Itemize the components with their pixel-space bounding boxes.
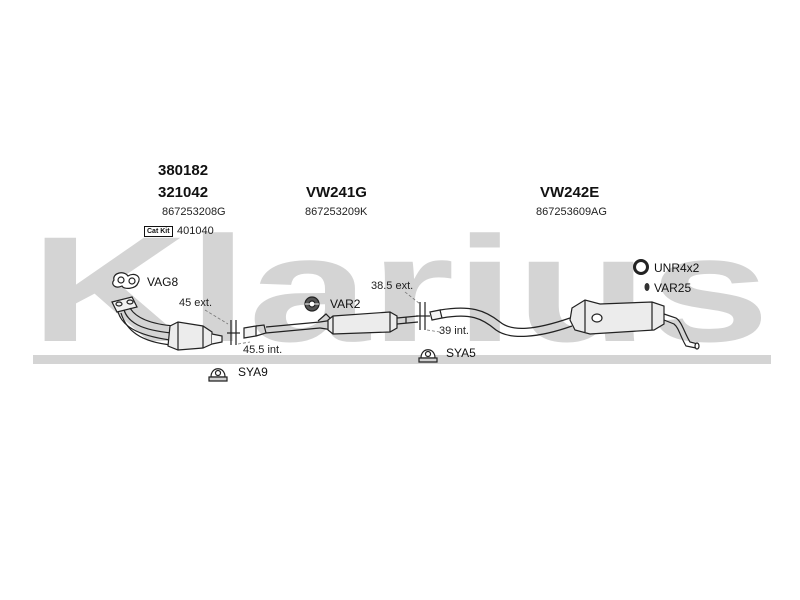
front-catalyst-assembly	[111, 296, 223, 351]
mount-label: VAR2	[330, 297, 361, 311]
middle-code: VW241G	[306, 184, 367, 201]
gasket-label: VAG8	[147, 275, 179, 289]
middle-silencer-assembly	[243, 311, 419, 339]
rear-oe-ref: 867253609AG	[536, 206, 607, 218]
front-ext-label: 45 ext.	[179, 297, 213, 309]
measure-leaders	[204, 291, 441, 345]
front-code-b: 321042	[158, 184, 209, 201]
clamp-icon	[418, 349, 438, 363]
ring-label: UNR4x2	[654, 261, 700, 275]
rear-code: VW242E	[540, 184, 600, 201]
gasket-icon	[112, 272, 140, 289]
mount-icon	[304, 296, 320, 312]
cat-kit-badge: Cat Kit	[144, 226, 173, 237]
middle-oe-ref: 867253209K	[305, 206, 368, 218]
middle-clamp-label: SYA5	[446, 346, 476, 360]
rubber-icon	[644, 283, 650, 291]
rear-silencer-assembly	[429, 299, 700, 350]
joint-marks	[227, 302, 430, 345]
watermark-underline	[33, 355, 771, 364]
middle-ext-label: 38.5 ext.	[371, 280, 414, 292]
ring-icon	[633, 259, 649, 275]
front-clamp-label: SYA9	[238, 365, 268, 379]
cat-kit-code: 401040	[177, 225, 214, 237]
front-int-label: 45.5 int.	[243, 344, 283, 356]
rubber-label: VAR25	[654, 281, 692, 295]
rear-int-label: 39 int.	[439, 325, 469, 337]
front-code-a: 380182	[158, 162, 209, 179]
clamp-icon	[208, 368, 228, 382]
front-oe-ref: 867253208G	[162, 206, 226, 218]
